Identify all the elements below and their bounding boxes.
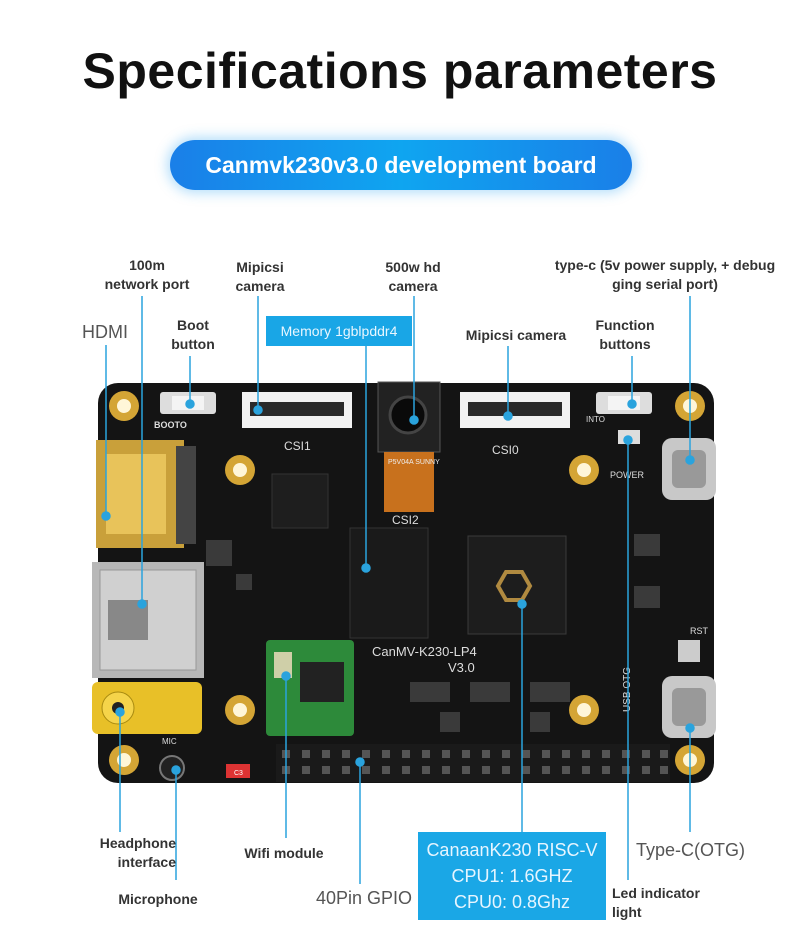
reset-button-part — [678, 640, 700, 662]
k230-chip — [467, 535, 567, 635]
silk-version: V3.0 — [448, 660, 475, 675]
label-headphone: Headphone interface — [99, 835, 176, 870]
page-title: Specifications parameters — [82, 43, 718, 99]
label-microphone: Microphone — [118, 891, 198, 907]
hdmi-connector — [96, 440, 196, 548]
silk-rst: RST — [690, 626, 709, 636]
silk-into: INTO — [586, 415, 605, 424]
label-memory: Memory 1gblpddr4 — [266, 316, 412, 346]
silk-c3: C3 — [234, 770, 243, 777]
cpu-line-2: CPU1: 1.6GHZ — [451, 866, 573, 886]
label-hdmi: HDMI — [82, 322, 128, 342]
label-boot-button: Boot button — [171, 317, 215, 352]
ethernet-port — [92, 562, 204, 678]
mounting-holes — [109, 391, 705, 775]
gpio-header — [276, 744, 670, 782]
silk-board-name: CanMV-K230-LP4 — [372, 644, 477, 659]
cpu-line-1: CanaanK230 RISC-V — [426, 840, 598, 860]
silk-csi1: CSI1 — [284, 439, 311, 453]
label-mipicsi-camera-right: Mipicsi camera — [465, 327, 567, 343]
label-type-c-otg: Type-C(OTG) — [636, 840, 746, 860]
label-led: Led indicator light — [612, 885, 700, 920]
silk-csi2: CSI2 — [392, 513, 419, 527]
label-gpio: 40Pin GPIO — [316, 888, 413, 908]
silk-camera-module: P5V04A SUNNY — [388, 459, 440, 466]
silk-mic: MIC — [162, 737, 177, 746]
label-hd-camera: 500w hd camera — [385, 259, 441, 294]
usb-hub-chip — [271, 473, 329, 529]
label-cpu-box: CanaanK230 RISC-V CPU1: 1.6GHZ CPU0: 0.8… — [418, 832, 606, 920]
silk-csi0: CSI0 — [492, 443, 519, 457]
label-network-port: 100m network port — [104, 257, 190, 292]
label-mipicsi-camera-left: Mipicsi camera — [235, 259, 285, 294]
headphone-jack — [92, 682, 202, 734]
label-function-buttons: Function buttons — [595, 317, 655, 352]
memory-chip — [349, 527, 429, 639]
board-name-banner: Canmvk230v3.0 development board — [170, 140, 632, 190]
c3-part — [226, 764, 250, 778]
label-wifi: Wifi module — [244, 845, 324, 861]
cpu-line-3: CPU0: 0.8Ghz — [453, 892, 571, 912]
label-type-c-power: type-c (5v power supply, + debug ging se… — [554, 257, 776, 292]
silk-boot: BOOTO — [154, 420, 187, 430]
